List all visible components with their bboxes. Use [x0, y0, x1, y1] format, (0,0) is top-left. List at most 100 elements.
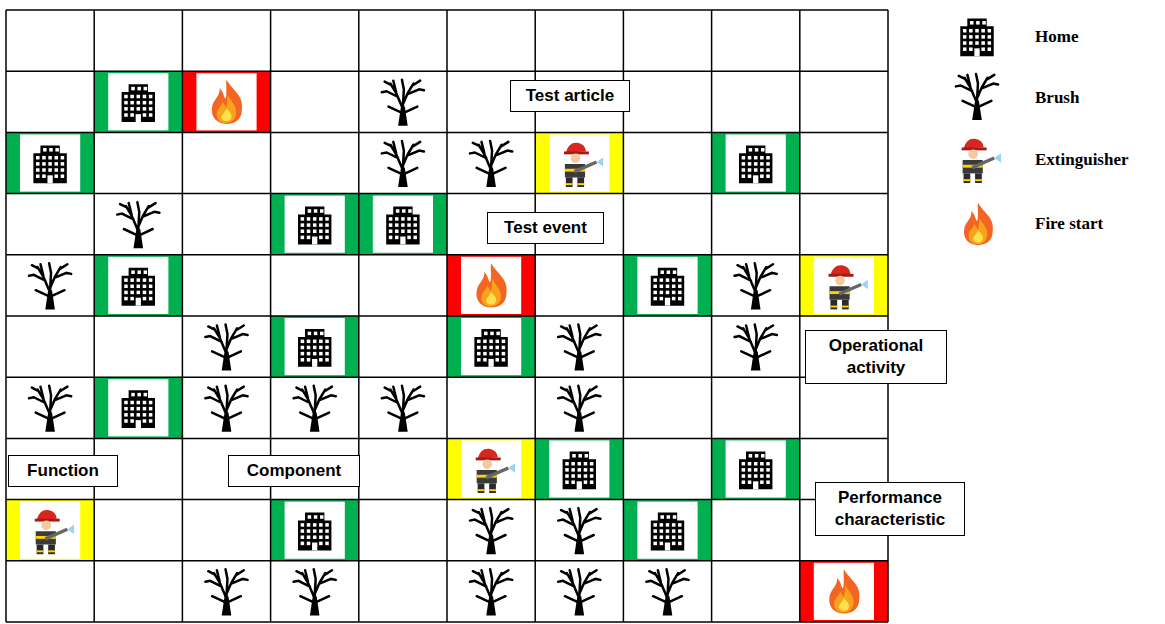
- brush-icon: [558, 508, 600, 554]
- cell-inner: [461, 318, 521, 375]
- grid-line: [6, 438, 888, 440]
- cell-inner: [20, 134, 80, 191]
- home-icon: [651, 268, 684, 306]
- brush-icon: [382, 80, 424, 126]
- brush-icon: [382, 386, 424, 432]
- brush-icon: [117, 202, 159, 248]
- cell-fill: [6, 132, 94, 193]
- brush-icon: [205, 386, 247, 432]
- label-box: Test article: [510, 80, 630, 112]
- cell-inner: [108, 379, 168, 436]
- box-text: Component: [247, 460, 341, 482]
- grid-line: [6, 376, 888, 378]
- cell-fill: [94, 71, 182, 132]
- brush-icon: [470, 569, 512, 615]
- label-box: Component: [228, 455, 360, 487]
- fire-icon: [212, 80, 242, 124]
- cell-inner: [637, 502, 697, 559]
- home-icon: [651, 513, 684, 551]
- brush-icon: [558, 386, 600, 432]
- brush-icon: [470, 141, 512, 187]
- grid-line: [6, 499, 888, 501]
- extinguisher-icon: [564, 143, 603, 187]
- brush-icon: [294, 569, 336, 615]
- cell-inner: [285, 318, 345, 375]
- cell-fill: [623, 255, 711, 316]
- extinguisher-icon: [829, 265, 868, 309]
- legend-label: Brush: [1035, 88, 1079, 108]
- cell-inner: [285, 196, 345, 253]
- grid-line: [6, 560, 888, 562]
- cell-fill: [623, 500, 711, 561]
- home-icon: [122, 268, 155, 306]
- cell-inner: [461, 440, 521, 497]
- cell-inner: [373, 196, 433, 253]
- cell-fill: [182, 71, 270, 132]
- cell-fill: [535, 438, 623, 499]
- extinguisher-icon: [35, 510, 74, 554]
- brush-icon: [470, 508, 512, 554]
- brush-icon: [735, 325, 777, 371]
- cell-fill: [94, 255, 182, 316]
- cell-fill: [712, 132, 800, 193]
- cell-inner: [108, 73, 168, 130]
- cell-inner: [814, 257, 874, 314]
- label-box: Performance characteristic: [815, 482, 965, 536]
- cell-inner: [549, 440, 609, 497]
- cell-fill: [447, 438, 535, 499]
- box-text: Performance characteristic: [824, 487, 956, 531]
- cell-fill: [800, 561, 888, 622]
- cell-fill: [712, 438, 800, 499]
- home-icon: [122, 84, 155, 122]
- home-icon: [298, 513, 331, 551]
- home-icon: [739, 451, 772, 489]
- cell-fill: [6, 500, 94, 561]
- home-icon: [563, 451, 596, 489]
- grid-line: [711, 10, 713, 622]
- cell-inner: [726, 134, 786, 191]
- brush-icon: [558, 569, 600, 615]
- legend-label: Fire start: [1035, 214, 1103, 234]
- fire-icon: [476, 263, 506, 307]
- cell-fill: [535, 132, 623, 193]
- cell-inner: [549, 134, 609, 191]
- cell-fill: [271, 194, 359, 255]
- home-icon: [33, 145, 66, 183]
- brush-icon: [29, 263, 71, 309]
- fire-icon: [964, 203, 993, 245]
- cell-fill: [271, 316, 359, 377]
- box-text: Operational activity: [814, 335, 938, 379]
- extinguisher-icon: [962, 139, 1001, 183]
- home-icon: [739, 145, 772, 183]
- home-icon: [298, 207, 331, 245]
- legend-label: Home: [1035, 27, 1078, 47]
- cell-fill: [800, 255, 888, 316]
- cell-inner: [20, 502, 80, 559]
- label-box: Function: [8, 455, 118, 487]
- brush-icon: [294, 386, 336, 432]
- cell-inner: [726, 440, 786, 497]
- brush-icon: [29, 386, 71, 432]
- cell-fill: [271, 500, 359, 561]
- fire-icon: [829, 569, 859, 613]
- cell-inner: [196, 73, 256, 130]
- home-icon: [122, 390, 155, 428]
- box-text: Test event: [504, 217, 587, 239]
- brush-icon: [205, 325, 247, 371]
- extinguisher-icon: [476, 449, 515, 493]
- brush-icon: [558, 325, 600, 371]
- grid-line: [6, 621, 888, 623]
- home-icon: [386, 207, 419, 245]
- label-box: Operational activity: [805, 330, 947, 384]
- brush-icon: [382, 141, 424, 187]
- grid-line: [799, 10, 801, 622]
- brush-icon: [735, 263, 777, 309]
- cell-inner: [108, 257, 168, 314]
- grid-line: [6, 315, 888, 317]
- cell-fill: [447, 255, 535, 316]
- home-icon: [298, 329, 331, 367]
- cell-fill: [94, 377, 182, 438]
- legend-label: Extinguisher: [1035, 150, 1129, 170]
- cell-inner: [637, 257, 697, 314]
- box-text: Test article: [526, 85, 615, 107]
